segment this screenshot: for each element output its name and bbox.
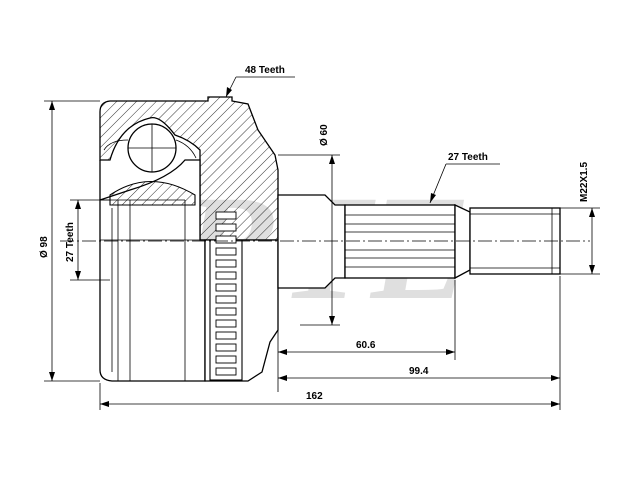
dimension-lines	[44, 76, 600, 410]
outer-diameter-label: Ø 98	[39, 236, 50, 258]
seal-diameter-label: Ø 60	[319, 124, 330, 146]
abs-tone-ring	[209, 211, 243, 381]
inner-teeth-label: 27 Teeth	[65, 222, 76, 262]
ball-cage	[103, 123, 197, 206]
stub-length-label: 99.4	[409, 366, 429, 377]
thread-label: M22X1.5	[579, 162, 590, 202]
outer-teeth-label: 48 Teeth	[245, 65, 285, 76]
stub-shaft	[277, 194, 561, 289]
shaft-teeth-label: 27 Teeth	[448, 152, 488, 163]
overall-length-label: 162	[306, 391, 323, 402]
shaft-length-label: 60.6	[356, 340, 376, 351]
outer-housing	[99, 96, 279, 382]
